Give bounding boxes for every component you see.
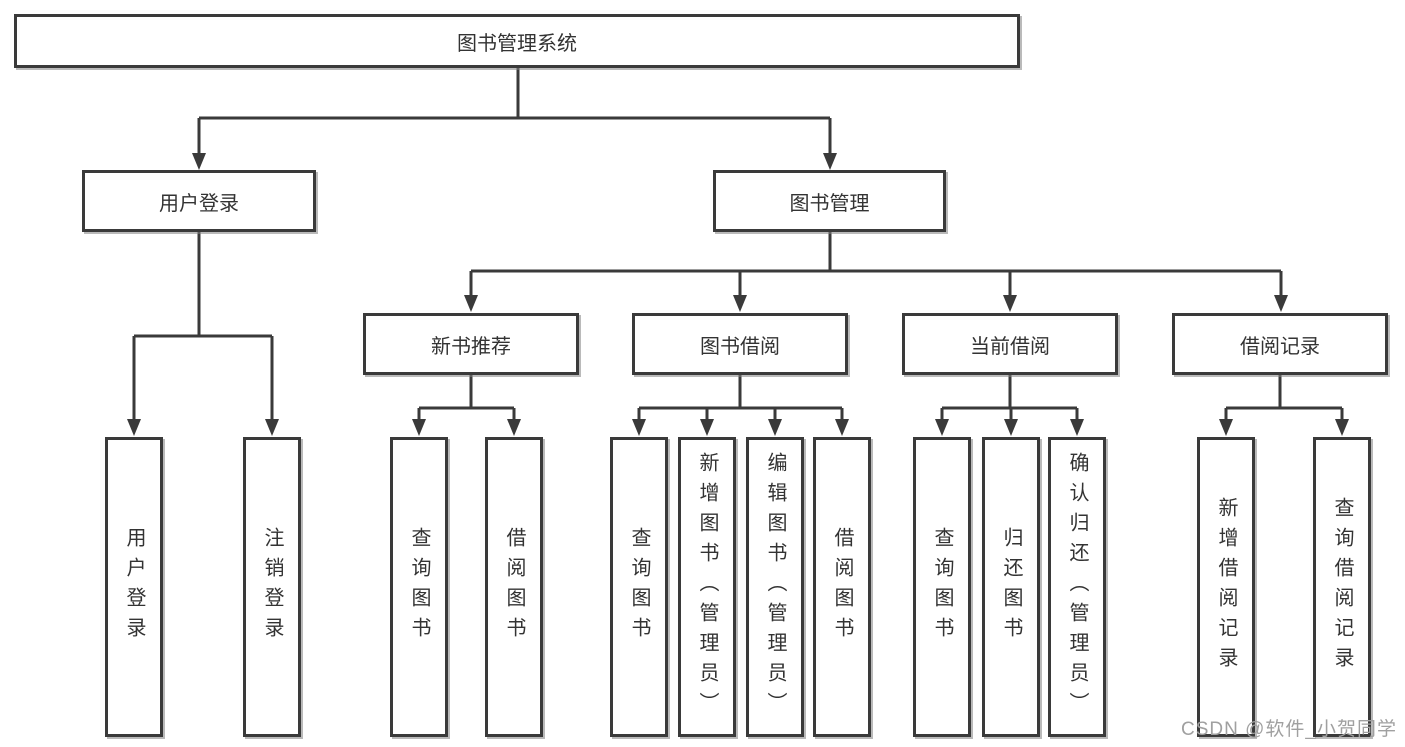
- csdn-watermark: CSDN @软件_小贺同学: [1181, 719, 1397, 740]
- node-leaf-borrow-query-books-label: 查询图书: [628, 527, 650, 647]
- node-current-borrow: 当前借阅: [902, 313, 1118, 375]
- node-leaf-recommend-query-books: 查询图书: [390, 437, 448, 737]
- node-leaf-current-query-books: 查询图书: [913, 437, 971, 737]
- node-leaf-return-books: 归还图书: [982, 437, 1040, 737]
- node-leaf-borrow-books-label: 借阅图书: [831, 527, 853, 647]
- node-leaf-return-books-label: 归还图书: [1000, 527, 1022, 647]
- node-leaf-edit-books-admin-label: 编辑图书（管理员）: [764, 452, 786, 722]
- node-leaf-add-books-admin-label: 新增图书（管理员）: [696, 452, 718, 722]
- node-leaf-recommend-borrow-books: 借阅图书: [485, 437, 543, 737]
- node-borrow-records: 借阅记录: [1172, 313, 1388, 375]
- node-book-borrow-label: 图书借阅: [700, 335, 780, 358]
- node-leaf-add-borrow-record-label: 新增借阅记录: [1215, 497, 1237, 677]
- node-root-label: 图书管理系统: [457, 32, 577, 55]
- node-new-book-recommend: 新书推荐: [363, 313, 579, 375]
- node-leaf-logout-label: 注销登录: [261, 527, 283, 647]
- node-leaf-user-login-action: 用户登录: [105, 437, 163, 737]
- node-book-management-label: 图书管理: [789, 192, 870, 215]
- node-leaf-user-login-action-label: 用户登录: [123, 527, 145, 647]
- node-current-borrow-label: 当前借阅: [970, 335, 1050, 358]
- node-leaf-query-borrow-record: 查询借阅记录: [1313, 437, 1371, 737]
- node-leaf-edit-books-admin: 编辑图书（管理员）: [746, 437, 804, 737]
- node-new-book-recommend-label: 新书推荐: [431, 335, 511, 358]
- node-leaf-query-borrow-record-label: 查询借阅记录: [1331, 497, 1353, 677]
- node-user-login: 用户登录: [82, 170, 316, 232]
- node-leaf-borrow-books: 借阅图书: [813, 437, 871, 737]
- node-leaf-confirm-return-admin-label: 确认归还（管理员）: [1066, 452, 1088, 722]
- node-leaf-current-query-books-label: 查询图书: [931, 527, 953, 647]
- node-leaf-borrow-query-books: 查询图书: [610, 437, 668, 737]
- node-leaf-add-borrow-record: 新增借阅记录: [1197, 437, 1255, 737]
- node-leaf-add-books-admin: 新增图书（管理员）: [678, 437, 736, 737]
- node-leaf-recommend-borrow-books-label: 借阅图书: [503, 527, 525, 647]
- node-user-login-label: 用户登录: [159, 192, 239, 215]
- node-root: 图书管理系统: [14, 14, 1020, 68]
- node-borrow-records-label: 借阅记录: [1240, 335, 1320, 358]
- node-book-borrow: 图书借阅: [632, 313, 848, 375]
- node-leaf-recommend-query-books-label: 查询图书: [408, 527, 430, 647]
- node-leaf-confirm-return-admin: 确认归还（管理员）: [1048, 437, 1106, 737]
- node-leaf-logout: 注销登录: [243, 437, 301, 737]
- node-book-management: 图书管理: [713, 170, 946, 232]
